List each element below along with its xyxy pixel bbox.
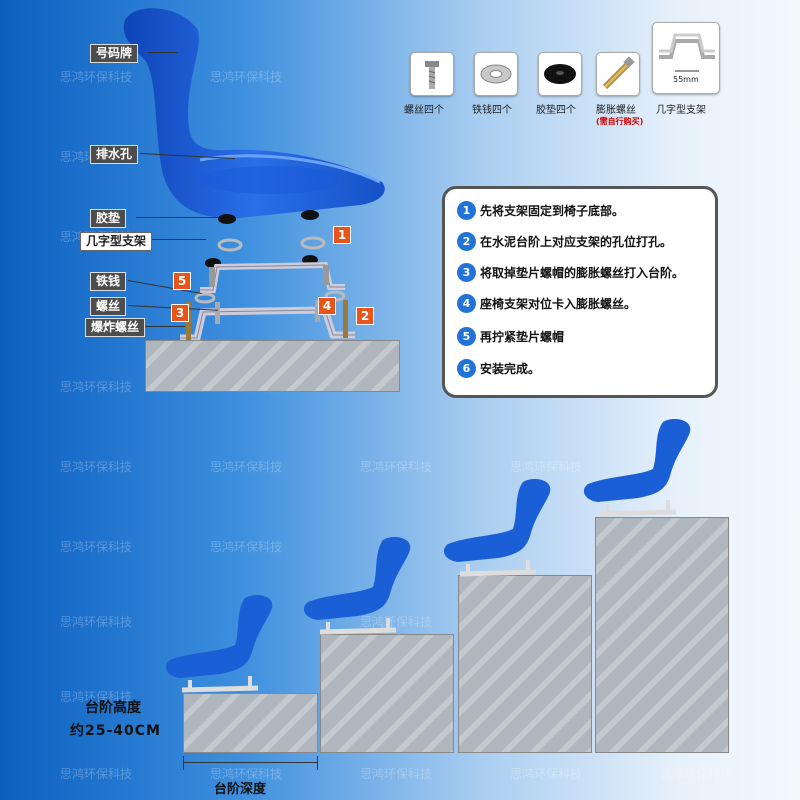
watermark: 思鸿环保科技 <box>60 690 133 704</box>
step-4: 4 座椅支架对位卡入膨胀螺丝。 <box>457 294 636 313</box>
hardware-note: (需自行购买) <box>596 117 644 126</box>
label-number-plate: 号码牌 <box>90 44 139 63</box>
watermark: 思鸿环保科技 <box>60 767 133 781</box>
watermark: 思鸿环保科技 <box>60 540 133 554</box>
step-6: 6 安装完成。 <box>457 359 540 378</box>
label-screw: 螺丝 <box>90 297 127 316</box>
hardware-caption: 螺丝四个 <box>404 105 444 116</box>
stair-seat-3 <box>443 479 551 577</box>
step-depth-label: 台阶深度 <box>214 782 267 797</box>
stair-block-4 <box>595 517 729 753</box>
hardware-caption: 几字型支架 <box>656 105 706 116</box>
rubber-pad-thumbnail <box>538 52 582 96</box>
watermark: 思鸿环保科技 <box>360 767 433 781</box>
watermark: 思鸿环保科技 <box>360 460 433 474</box>
watermark: 思鸿环保科技 <box>60 615 133 629</box>
rubber-pads <box>218 210 319 224</box>
upper-bracket <box>200 236 345 293</box>
watermark: 思鸿环保科技 <box>660 767 733 781</box>
step-text: 再拧紧垫片螺帽 <box>480 330 565 344</box>
step-height-value: 约25-40CM <box>70 723 161 739</box>
badge-3: 3 <box>171 304 189 322</box>
step-5: 5 再拧紧垫片螺帽 <box>457 327 564 346</box>
stair-seat-1 <box>165 595 273 693</box>
bracket-dimension: 55mm <box>673 75 699 84</box>
stair-seat-2 <box>303 537 411 635</box>
label-washer: 铁钱 <box>90 272 127 291</box>
watermark: 思鸿环保科技 <box>510 460 583 474</box>
badge-1: 1 <box>333 226 351 244</box>
bracket-icon <box>659 33 715 72</box>
badge-4: 4 <box>318 297 336 315</box>
step-3: 3 将取掉垫片螺帽的膨胀螺丝打入台阶。 <box>457 263 684 282</box>
step-2: 2 在水泥台阶上对应支架的孔位打孔。 <box>457 232 672 251</box>
step-text: 安装完成。 <box>480 362 541 376</box>
watermark: 思鸿环保科技 <box>210 460 283 474</box>
watermark: 思鸿环保科技 <box>210 70 283 84</box>
step-number: 1 <box>457 201 476 220</box>
leader-line <box>146 239 206 240</box>
step-text: 先将支架固定到椅子底部。 <box>480 204 625 218</box>
stair-seat-4 <box>583 419 691 517</box>
screw-icon <box>425 61 439 89</box>
label-bracket: 几字型支架 <box>80 232 153 251</box>
hardware-caption: 铁钱四个 <box>472 105 512 116</box>
stair-block-1 <box>183 693 318 753</box>
step-number: 6 <box>457 359 476 378</box>
step-1: 1 先将支架固定到椅子底部。 <box>457 201 624 220</box>
hardware-caption: 胶垫四个 <box>536 105 576 116</box>
stair-block-3 <box>458 575 592 753</box>
depth-dimension-line <box>183 762 317 763</box>
leader-line <box>148 52 178 53</box>
watermark: 思鸿环保科技 <box>210 540 283 554</box>
watermark: 思鸿环保科技 <box>210 767 283 781</box>
hardware-caption: 膨胀螺丝 <box>596 105 636 116</box>
concrete-step-block <box>145 340 400 392</box>
leader-line <box>136 217 218 218</box>
step-number: 2 <box>457 232 476 251</box>
step-number: 5 <box>457 327 476 346</box>
badge-5: 5 <box>173 272 191 290</box>
label-drain-hole: 排水孔 <box>90 145 139 164</box>
depth-tick-left <box>183 756 184 770</box>
watermark: 思鸿环保科技 <box>360 615 433 629</box>
rubber-pad-icon <box>544 64 576 84</box>
washer-icon <box>480 64 512 84</box>
expansion-bolt-icon <box>602 56 635 90</box>
leader-line <box>140 326 185 327</box>
step-text: 将取掉垫片螺帽的膨胀螺丝打入台阶。 <box>480 266 685 280</box>
step-text: 座椅支架对位卡入膨胀螺丝。 <box>480 297 637 311</box>
watermark: 思鸿环保科技 <box>60 380 133 394</box>
washer-thumbnail <box>474 52 518 96</box>
step-height-label: 台阶高度 <box>85 700 141 716</box>
step-number: 3 <box>457 263 476 282</box>
depth-tick-right <box>317 756 318 770</box>
watermark: 思鸿环保科技 <box>60 460 133 474</box>
label-expansion-bolt: 爆炸螺丝 <box>85 318 146 337</box>
watermark: 思鸿环保科技 <box>60 70 133 84</box>
seat-illustration <box>123 8 385 219</box>
badge-2: 2 <box>356 307 374 325</box>
installation-steps-panel: 1 先将支架固定到椅子底部。 2 在水泥台阶上对应支架的孔位打孔。 3 将取掉垫片螺帽… <box>442 186 718 398</box>
label-rubber-pad: 胶垫 <box>90 209 127 228</box>
step-number: 4 <box>457 294 476 313</box>
watermark: 思鸿环保科技 <box>510 767 583 781</box>
expansion-bolt-thumbnail <box>596 52 640 96</box>
step-text: 在水泥台阶上对应支架的孔位打孔。 <box>480 235 673 249</box>
screw-thumbnail <box>410 52 454 96</box>
bracket-thumbnail: 55mm <box>652 22 720 94</box>
stair-block-2 <box>320 634 454 753</box>
lower-bracket <box>180 290 355 342</box>
